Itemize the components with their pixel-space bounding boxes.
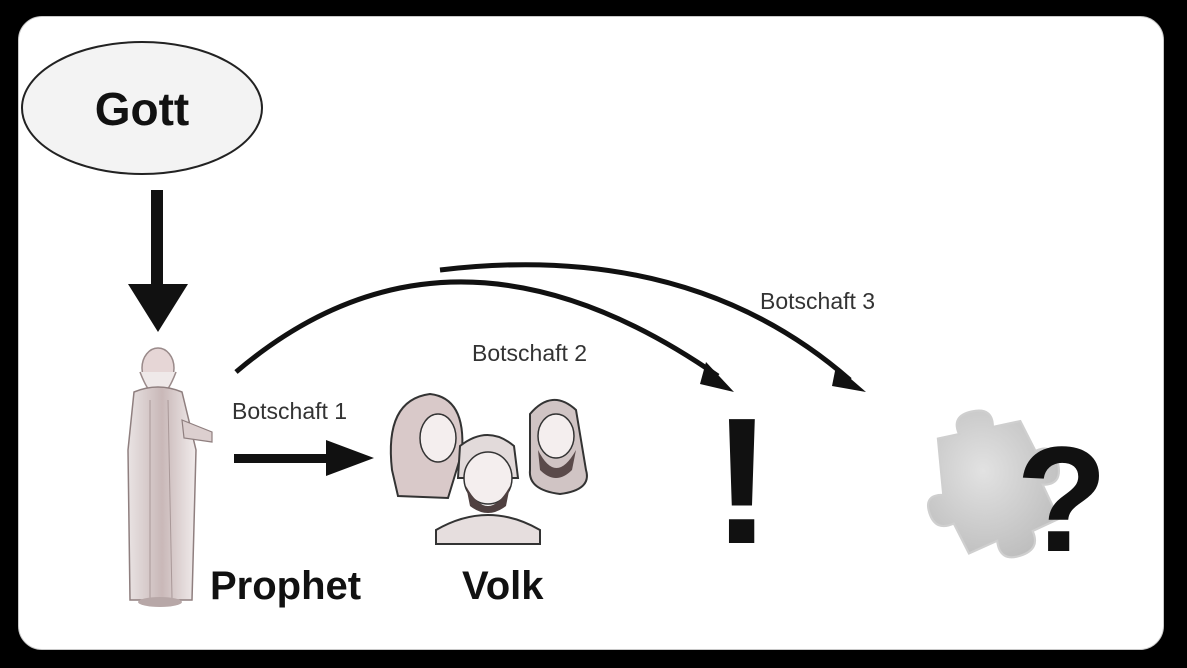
question-mark: ? [1016,415,1108,583]
arrow-god-to-prophet [128,190,188,332]
arrow-message-3 [439,262,866,392]
people-label: Volk [462,564,544,608]
gott-node [21,41,263,175]
arrow-message-2 [234,279,734,392]
message-2-label: Botschaft 2 [472,340,588,366]
people-figures [389,392,588,545]
message-1-label: Botschaft 1 [232,398,348,424]
exclamation-mark: ! [712,381,772,582]
prophet-label: Prophet [210,564,362,608]
prophet-figure [127,347,213,607]
puzzle-piece-icon [926,409,1061,559]
message-3-label: Botschaft 3 [760,288,876,314]
gott-label: Gott [94,83,190,135]
arrow-message-1 [234,440,374,476]
